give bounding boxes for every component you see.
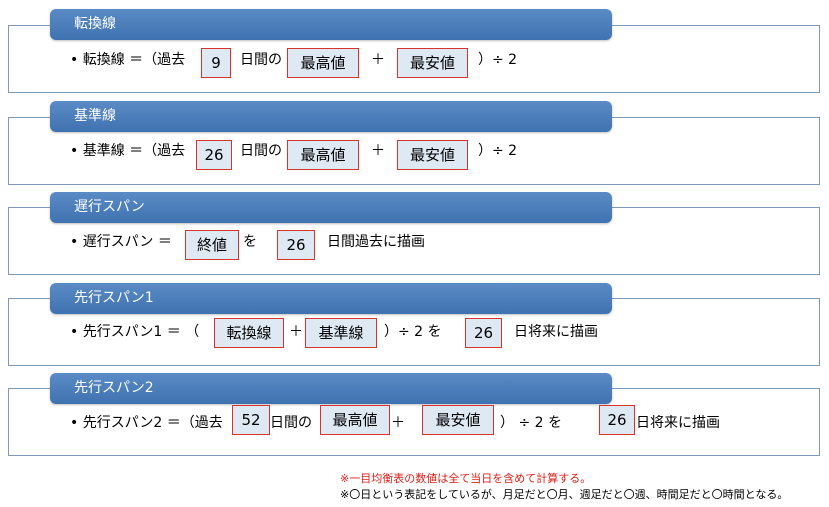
senkou2-days-box: 26 <box>599 405 635 435</box>
senkou2-plus: ＋ <box>391 415 405 431</box>
note-calculation: ※一目均衡表の数値は全て当日を含めて計算する。 <box>340 472 592 485</box>
senkou2-high-box: 最高値 <box>320 405 390 435</box>
kijun-low-box: 最安値 <box>397 140 468 170</box>
kijun-days-box: 26 <box>196 140 232 170</box>
senkou2-formula-suffix: 日将来に描画 <box>636 415 720 431</box>
tenkan-plus: ＋ <box>371 52 385 68</box>
senkou1-formula-prefix: • 先行スパン1 ＝ （ <box>70 324 200 340</box>
senkou2-text-half: ） ÷ 2 を <box>500 415 562 431</box>
tenkan-formula-prefix: • 転換線 ＝（過去 <box>70 52 186 68</box>
chikou-formula-prefix: • 遅行スパン ＝ <box>70 234 172 250</box>
chikou-text-wo: を <box>243 234 257 250</box>
senkou1-text-half: ）÷ 2 を <box>384 324 442 340</box>
senkou1-days-box: 26 <box>465 318 502 348</box>
chikou-header: 遅行スパン <box>50 192 612 223</box>
tenkan-days-box: 9 <box>201 48 231 78</box>
senkou2-low-box: 最安値 <box>422 405 494 435</box>
chikou-days-box: 26 <box>277 230 315 260</box>
senkou1-kijun-box: 基準線 <box>305 318 377 348</box>
senkou2-formula-prefix: • 先行スパン2 ＝（過去 <box>70 415 223 431</box>
senkou1-plus: ＋ <box>289 324 303 340</box>
senkou2-text-days: 日間の <box>270 415 312 431</box>
kijun-header: 基準線 <box>50 101 612 132</box>
tenkan-high-box: 最高値 <box>287 48 359 78</box>
chikou-formula-suffix: 日間過去に描画 <box>327 234 425 250</box>
senkou2-header: 先行スパン2 <box>50 373 612 404</box>
kijun-text-days: 日間の <box>240 143 282 159</box>
kijun-formula-prefix: • 基準線 ＝（過去 <box>70 143 186 159</box>
senkou1-header: 先行スパン1 <box>50 283 612 314</box>
chikou-close-box: 終値 <box>185 230 239 260</box>
tenkan-low-box: 最安値 <box>397 48 468 78</box>
tenkan-header: 転換線 <box>50 9 612 40</box>
tenkan-formula-suffix: ）÷ 2 <box>478 52 518 68</box>
kijun-plus: ＋ <box>371 143 385 159</box>
kijun-high-box: 最高値 <box>287 140 359 170</box>
tenkan-text-days: 日間の <box>240 52 282 68</box>
senkou1-tenkan-box: 転換線 <box>214 318 284 348</box>
senkou1-formula-suffix: 日将来に描画 <box>514 324 598 340</box>
kijun-formula-suffix: ）÷ 2 <box>478 143 518 159</box>
senkou2-period-box: 52 <box>232 405 270 435</box>
note-period-units: ※〇日という表記をしているが、月足だと〇月、週足だと〇週、時間足だと〇時間となる… <box>340 488 789 501</box>
